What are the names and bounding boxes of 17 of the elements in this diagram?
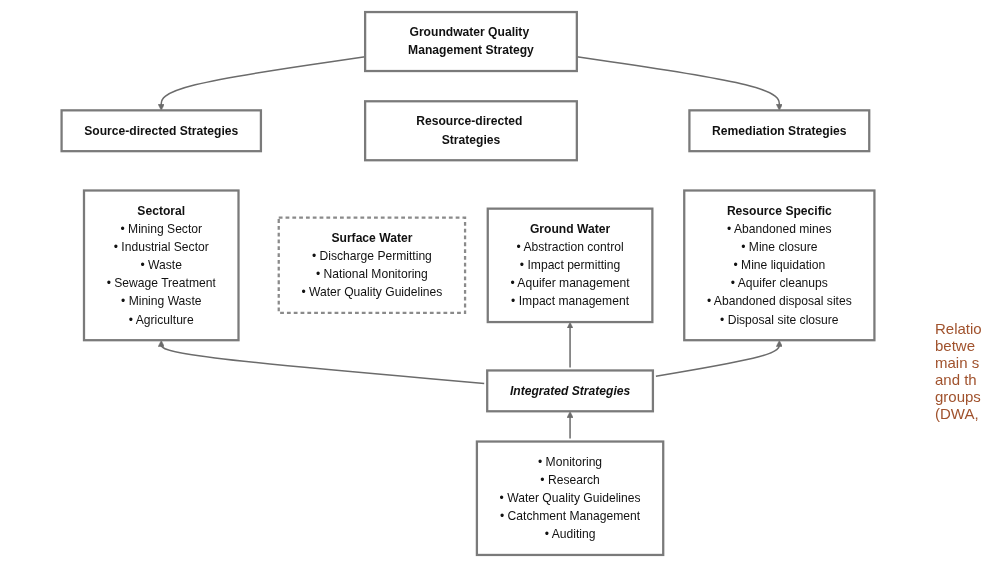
arrow	[157, 340, 485, 385]
node-box: Remediation Strategies	[688, 109, 871, 153]
caption: Relatio betwe main s and th groups (DWA,	[935, 320, 983, 422]
node-box: Integrated Strategies	[486, 369, 655, 413]
node-box: Sectoral • Mining Sector • Industrial Sector • Waste • Sewage Treatment • Mining Waste • Agriculture	[82, 189, 240, 342]
node-box: Source-directed Strategies	[60, 109, 263, 153]
arrow	[655, 340, 783, 378]
arrow	[566, 322, 574, 369]
node-box: Surface Water • Discharge Permitting • National Monitoring • Water Quality Guidelines	[277, 216, 467, 315]
node-box: Groundwater Quality Management Strategy	[364, 10, 578, 73]
arrow	[157, 56, 366, 111]
node-box: Resource-directed Strategies	[364, 100, 578, 162]
node-box: Ground Water • Abstraction control • Impact permitting • Aquifer management • Impact management	[486, 207, 654, 324]
node-box: Resource Specific • Abandoned mines • Mine closure • Mine liquidation • Aquifer cleanups • Abandoned disposal sites • Disposal site closure	[683, 189, 876, 342]
arrow	[576, 56, 783, 111]
arrow	[566, 411, 574, 440]
node-box: • Monitoring • Research • Water Quality Guidelines • Catchment Management • Auditing	[475, 440, 665, 557]
